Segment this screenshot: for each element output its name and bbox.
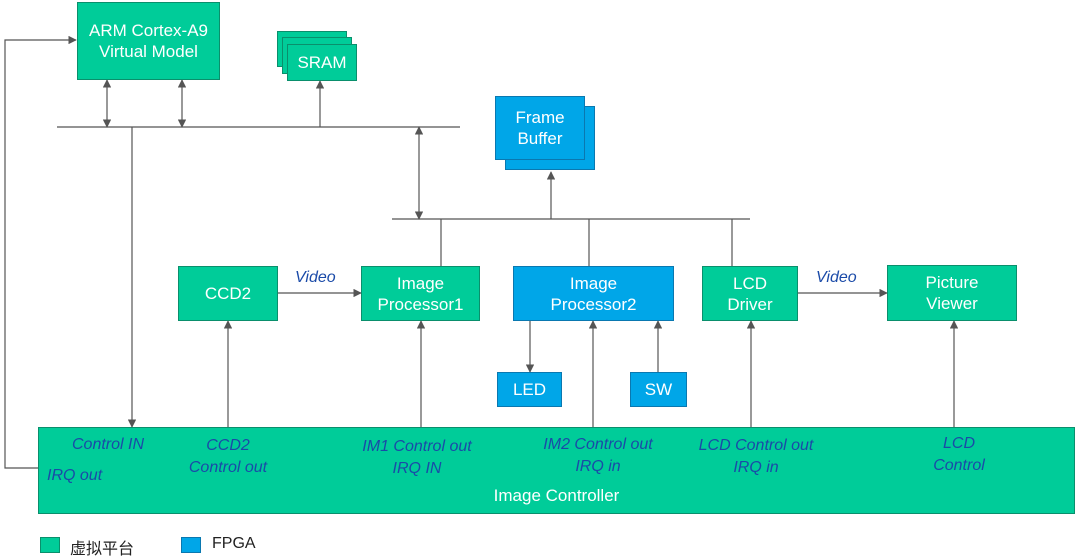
legend-label-fpga: FPGA [212, 535, 256, 552]
lcd-control-out-label: LCD Control out IRQ in [683, 435, 829, 479]
lcd-driver-line-2: Driver [727, 294, 773, 314]
lcd-control-line-1: LCD [942, 435, 975, 452]
control-in-label: Control IN [72, 436, 145, 453]
legend-swatch-virtual-platform [40, 537, 60, 553]
im1-control-line-1: IM1 Control out [362, 438, 472, 455]
im1-control-line-2: IRQ IN [392, 460, 442, 477]
led-block: LED [497, 372, 562, 407]
im1-line-1: Image [396, 273, 445, 293]
im2-line-2: Processor2 [550, 294, 637, 314]
im1-line-2: Processor1 [377, 294, 464, 314]
picture-viewer-block: Picture Viewer [887, 265, 1017, 321]
image-processor2-block: Image Processor2 [513, 266, 674, 321]
lcd-control-label: LCD Control [917, 433, 1001, 477]
legend-label-virtual-platform: 虚拟平台 [70, 541, 135, 558]
frame-buffer-block: Frame Buffer [495, 96, 585, 160]
image-processor1-block: Image Processor1 [361, 266, 480, 321]
video-in-label: Video [295, 269, 336, 286]
irq-out-label: IRQ out [47, 467, 103, 484]
im2-control-line-1: IM2 Control out [543, 436, 653, 453]
legend-swatch-fpga [181, 537, 201, 553]
picture-viewer-line-1: Picture [925, 273, 979, 292]
ccd2-control-line-2: Control out [188, 459, 268, 476]
lcd-control-out-line-1: LCD Control out [698, 437, 814, 454]
ccd2-block: CCD2 [178, 266, 278, 321]
led-label: LED [512, 380, 547, 399]
lcd-control-line-2: Control [933, 457, 985, 474]
lcd-control-out-line-2: IRQ in [733, 459, 779, 476]
frame-buffer-line-1: Frame [515, 108, 565, 127]
lcd-driver-block: LCD Driver [702, 266, 798, 321]
im2-line-1: Image [569, 273, 618, 293]
arm-block-line-1: ARM Cortex-A9 [88, 21, 209, 40]
ccd2-label: CCD2 [204, 284, 252, 303]
irq-out-link [4, 35, 77, 469]
sw-block: SW [630, 372, 687, 407]
sram-block: SRAM [287, 44, 357, 81]
image-controller-block [38, 427, 1075, 514]
lcd-driver-line-1: LCD [732, 273, 767, 293]
frame-buffer-line-2: Buffer [517, 129, 563, 148]
sram-label: SRAM [297, 53, 347, 72]
video-out-label: Video [816, 269, 857, 286]
image-controller-title: Image Controller [493, 486, 620, 505]
ccd2-control-label: CCD2 Control out [168, 435, 288, 479]
picture-viewer-line-2: Viewer [926, 294, 978, 313]
sw-label: SW [644, 380, 673, 399]
im2-control-line-2: IRQ in [575, 458, 621, 475]
ccd2-control-line-1: CCD2 [206, 437, 250, 454]
im2-control-label: IM2 Control out IRQ in [527, 434, 669, 478]
arm-cortex-a9-block: ARM Cortex-A9 Virtual Model [77, 2, 220, 80]
arm-block-line-2: Virtual Model [99, 42, 198, 61]
im1-control-label: IM1 Control out IRQ IN [345, 436, 489, 480]
